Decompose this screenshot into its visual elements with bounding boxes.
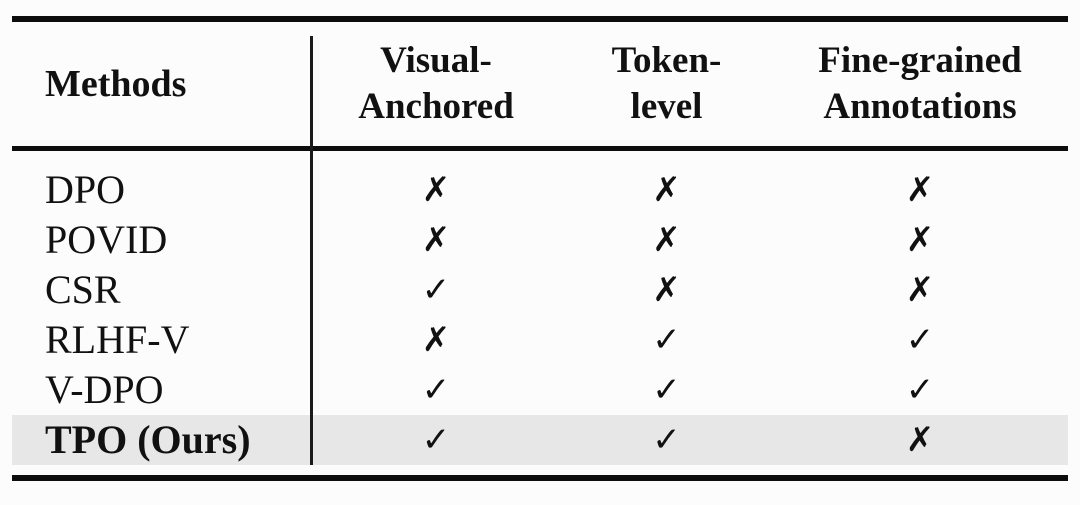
column-header-methods: Methods: [45, 63, 187, 105]
mark-fine-grained-annotations: ✗: [905, 270, 935, 310]
method-name: POVID: [45, 217, 168, 262]
table-row-tpo-ours: TPO (Ours) ✓ ✓ ✗: [12, 415, 1068, 465]
mark-visual-anchored: ✓: [421, 370, 451, 410]
mark-visual-anchored: ✓: [421, 420, 451, 460]
header-line: level: [630, 86, 703, 127]
header-line: Anchored: [358, 86, 514, 127]
header-line: Token-: [611, 40, 722, 81]
mark-token-level: ✗: [652, 170, 681, 210]
method-name: DPO: [45, 167, 126, 212]
mark-visual-anchored: ✗: [421, 320, 451, 360]
mark-token-level: ✗: [652, 270, 681, 310]
mark-visual-anchored: ✗: [421, 170, 451, 210]
mark-token-level: ✓: [652, 370, 681, 410]
table-bottom-rule: [12, 475, 1068, 481]
method-name: TPO (Ours): [45, 417, 251, 462]
mark-token-level: ✗: [652, 220, 681, 260]
table-header-row: Methods Visual- Anchored Token- level Fi…: [12, 22, 1068, 146]
method-name: CSR: [45, 267, 121, 312]
column-header-visual-anchored: Visual- Anchored: [311, 38, 561, 130]
table-row-povid: POVID ✗ ✗ ✗: [12, 215, 1068, 265]
mark-token-level: ✓: [652, 320, 681, 360]
header-line: Fine-grained: [818, 40, 1022, 81]
mark-fine-grained-annotations: ✗: [905, 220, 935, 260]
table-row-rlhf-v: RLHF-V ✗ ✓ ✓: [12, 315, 1068, 365]
table-row-dpo: DPO ✗ ✗ ✗: [12, 165, 1068, 215]
table-header-rule: [12, 146, 1068, 151]
column-header-token-level: Token- level: [561, 38, 772, 130]
table-body: DPO ✗ ✗ ✗ POVID ✗ ✗ ✗ CSR ✓ ✗ ✗ RLHF-V ✗…: [12, 151, 1068, 471]
header-line: Annotations: [823, 86, 1017, 127]
column-divider-line: [310, 36, 313, 465]
method-comparison-table: Methods Visual- Anchored Token- level Fi…: [12, 16, 1068, 481]
method-name: RLHF-V: [45, 317, 190, 362]
method-name: V-DPO: [45, 367, 164, 412]
mark-fine-grained-annotations: ✗: [905, 170, 935, 210]
mark-visual-anchored: ✗: [421, 220, 451, 260]
mark-token-level: ✓: [652, 420, 681, 460]
table-top-rule: [12, 16, 1068, 22]
column-header-fine-grained-annotations: Fine-grained Annotations: [772, 38, 1068, 130]
header-line: Visual-: [380, 40, 492, 81]
mark-visual-anchored: ✓: [421, 270, 451, 310]
table-row-csr: CSR ✓ ✗ ✗: [12, 265, 1068, 315]
mark-fine-grained-annotations: ✓: [905, 370, 935, 410]
mark-fine-grained-annotations: ✓: [905, 320, 935, 360]
table-row-v-dpo: V-DPO ✓ ✓ ✓: [12, 365, 1068, 415]
mark-fine-grained-annotations: ✗: [905, 420, 935, 460]
